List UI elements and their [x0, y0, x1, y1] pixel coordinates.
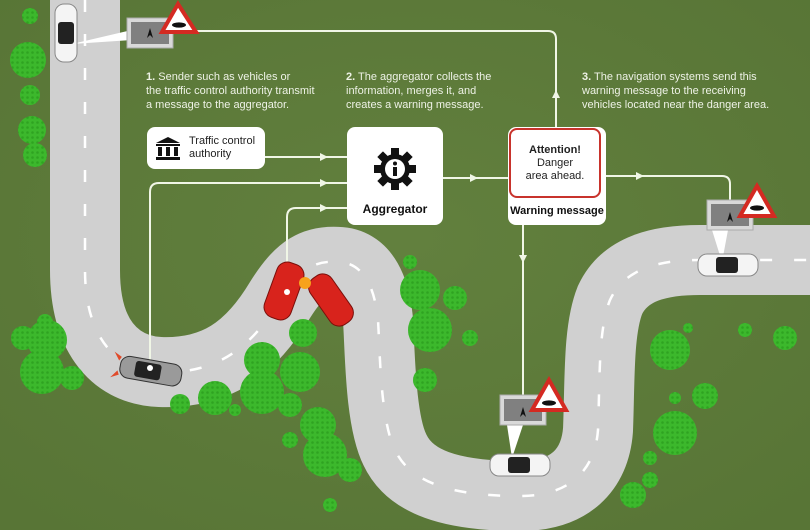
arrowheads: [320, 90, 644, 263]
government-building-icon: [156, 137, 180, 160]
gear-info-icon: [374, 148, 416, 190]
car-broken-down: [110, 351, 183, 387]
warning-body-line-2: area ahead.: [525, 170, 585, 182]
road: [50, 0, 810, 530]
arrow-right-icon: [320, 179, 328, 187]
arrow-right-icon: [320, 153, 328, 161]
crashed-cars: [263, 261, 354, 327]
aggregator-label: Aggregator: [362, 202, 428, 216]
traffic-control-label: Traffic control authority: [189, 135, 256, 160]
step-2-text: 2. The aggregator collects the informati…: [346, 71, 492, 111]
warning-message-label: Warning message: [510, 205, 604, 217]
warning-body-line-1: Danger: [536, 157, 574, 169]
car-right: [697, 253, 759, 277]
nav-display-right: [706, 181, 778, 262]
step-3-text: 3. The navigation systems send this warn…: [582, 71, 770, 111]
arrow-down-icon: [519, 255, 527, 263]
car-danger-triangle-icon: [528, 375, 570, 412]
arrow-right-icon: [636, 172, 644, 180]
car-bottom: [489, 453, 551, 477]
traffic-control-authority-node: Traffic control authority: [147, 127, 265, 169]
arrow-right-icon: [470, 174, 478, 182]
warning-message-node: Attention! Danger area ahead. Warning me…: [508, 127, 606, 225]
car-danger-triangle-icon: [158, 0, 200, 34]
arrow-right-icon: [320, 204, 328, 212]
warning-title: Attention!: [529, 144, 581, 156]
car-danger-triangle-icon: [736, 181, 778, 218]
nav-display-bottom: [499, 375, 570, 458]
arrow-up-icon: [552, 90, 560, 98]
connector-lines: [149, 30, 731, 395]
warning-message-card: Attention! Danger area ahead.: [509, 128, 601, 198]
trees: [10, 8, 797, 512]
aggregator-node: Aggregator: [347, 127, 443, 225]
nav-display-top: [72, 0, 200, 49]
car-sender-top: [54, 3, 78, 63]
collision-burst-icon: [299, 277, 311, 289]
step-1-text: 1. Sender such as vehicles or the traffi…: [146, 71, 315, 111]
